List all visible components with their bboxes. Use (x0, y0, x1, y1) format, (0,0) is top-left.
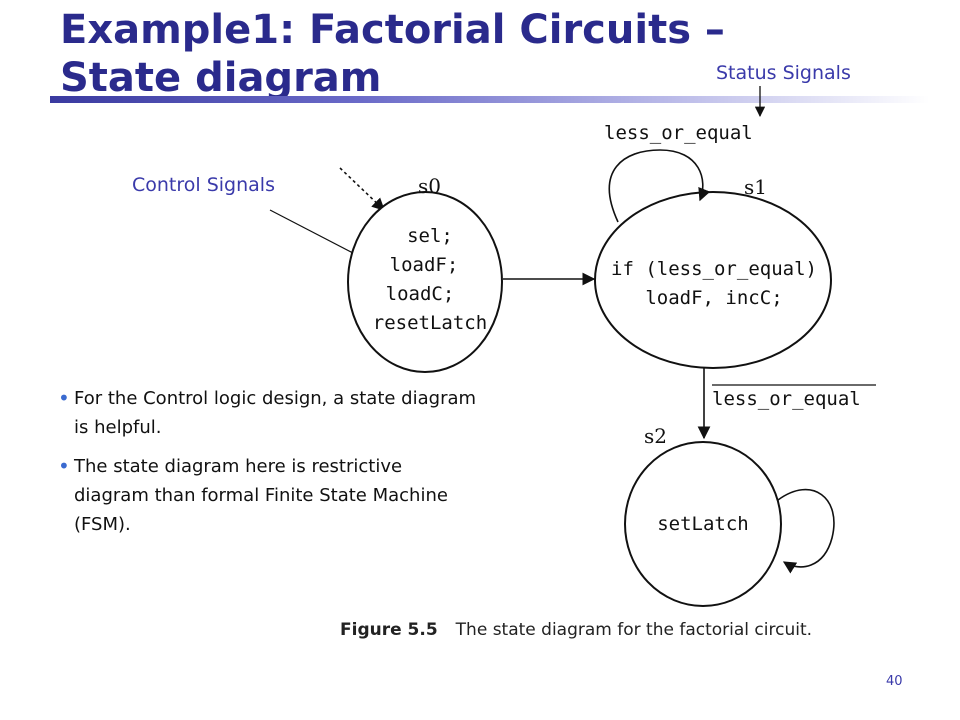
state-s1-label: s1 (744, 175, 767, 199)
slide-title: Example1: Factorial Circuits – State dia… (60, 6, 920, 102)
bullet-item: The state diagram here is restrictive di… (58, 452, 478, 539)
state-s0-line: sel; (407, 225, 453, 247)
status-signals-callout: Status Signals (716, 62, 851, 84)
figure-label: Figure 5.5 (340, 620, 438, 640)
s1-to-s2-label: less_or_equal (712, 388, 861, 410)
title-line-2: State diagram (60, 55, 382, 101)
figure-caption: Figure 5.5 The state diagram for the fact… (340, 620, 812, 640)
state-s0-line: resetLatch (373, 312, 487, 334)
bullet-list: For the Control logic design, a state di… (58, 384, 478, 549)
title-line-1: Example1: Factorial Circuits – (60, 7, 725, 53)
page-number: 40 (886, 674, 903, 689)
bullet-item: For the Control logic design, a state di… (58, 384, 478, 442)
state-s2-label: s2 (644, 424, 667, 448)
state-s0-line: loadF; (390, 254, 459, 276)
state-s2-circle (624, 441, 782, 607)
s1-self-loop-label: less_or_equal (604, 122, 753, 144)
state-s1-circle (594, 191, 832, 369)
state-s0-label: s0 (418, 174, 441, 198)
title-underline-bar (50, 96, 930, 103)
transition-s2-self-loop (777, 488, 835, 574)
state-s1-line: loadF, incC; (645, 287, 782, 309)
state-s1-line: if (less_or_equal) (611, 258, 817, 280)
figure-caption-text: The state diagram for the factorial circ… (455, 620, 813, 640)
state-s0-circle (347, 191, 503, 373)
control-signals-callout: Control Signals (132, 174, 275, 196)
transition-s1-self-loop (608, 149, 711, 223)
initial-state-arrow (339, 167, 385, 211)
state-s2-line: setLatch (657, 513, 749, 535)
state-s0-line: loadC; (386, 283, 455, 305)
